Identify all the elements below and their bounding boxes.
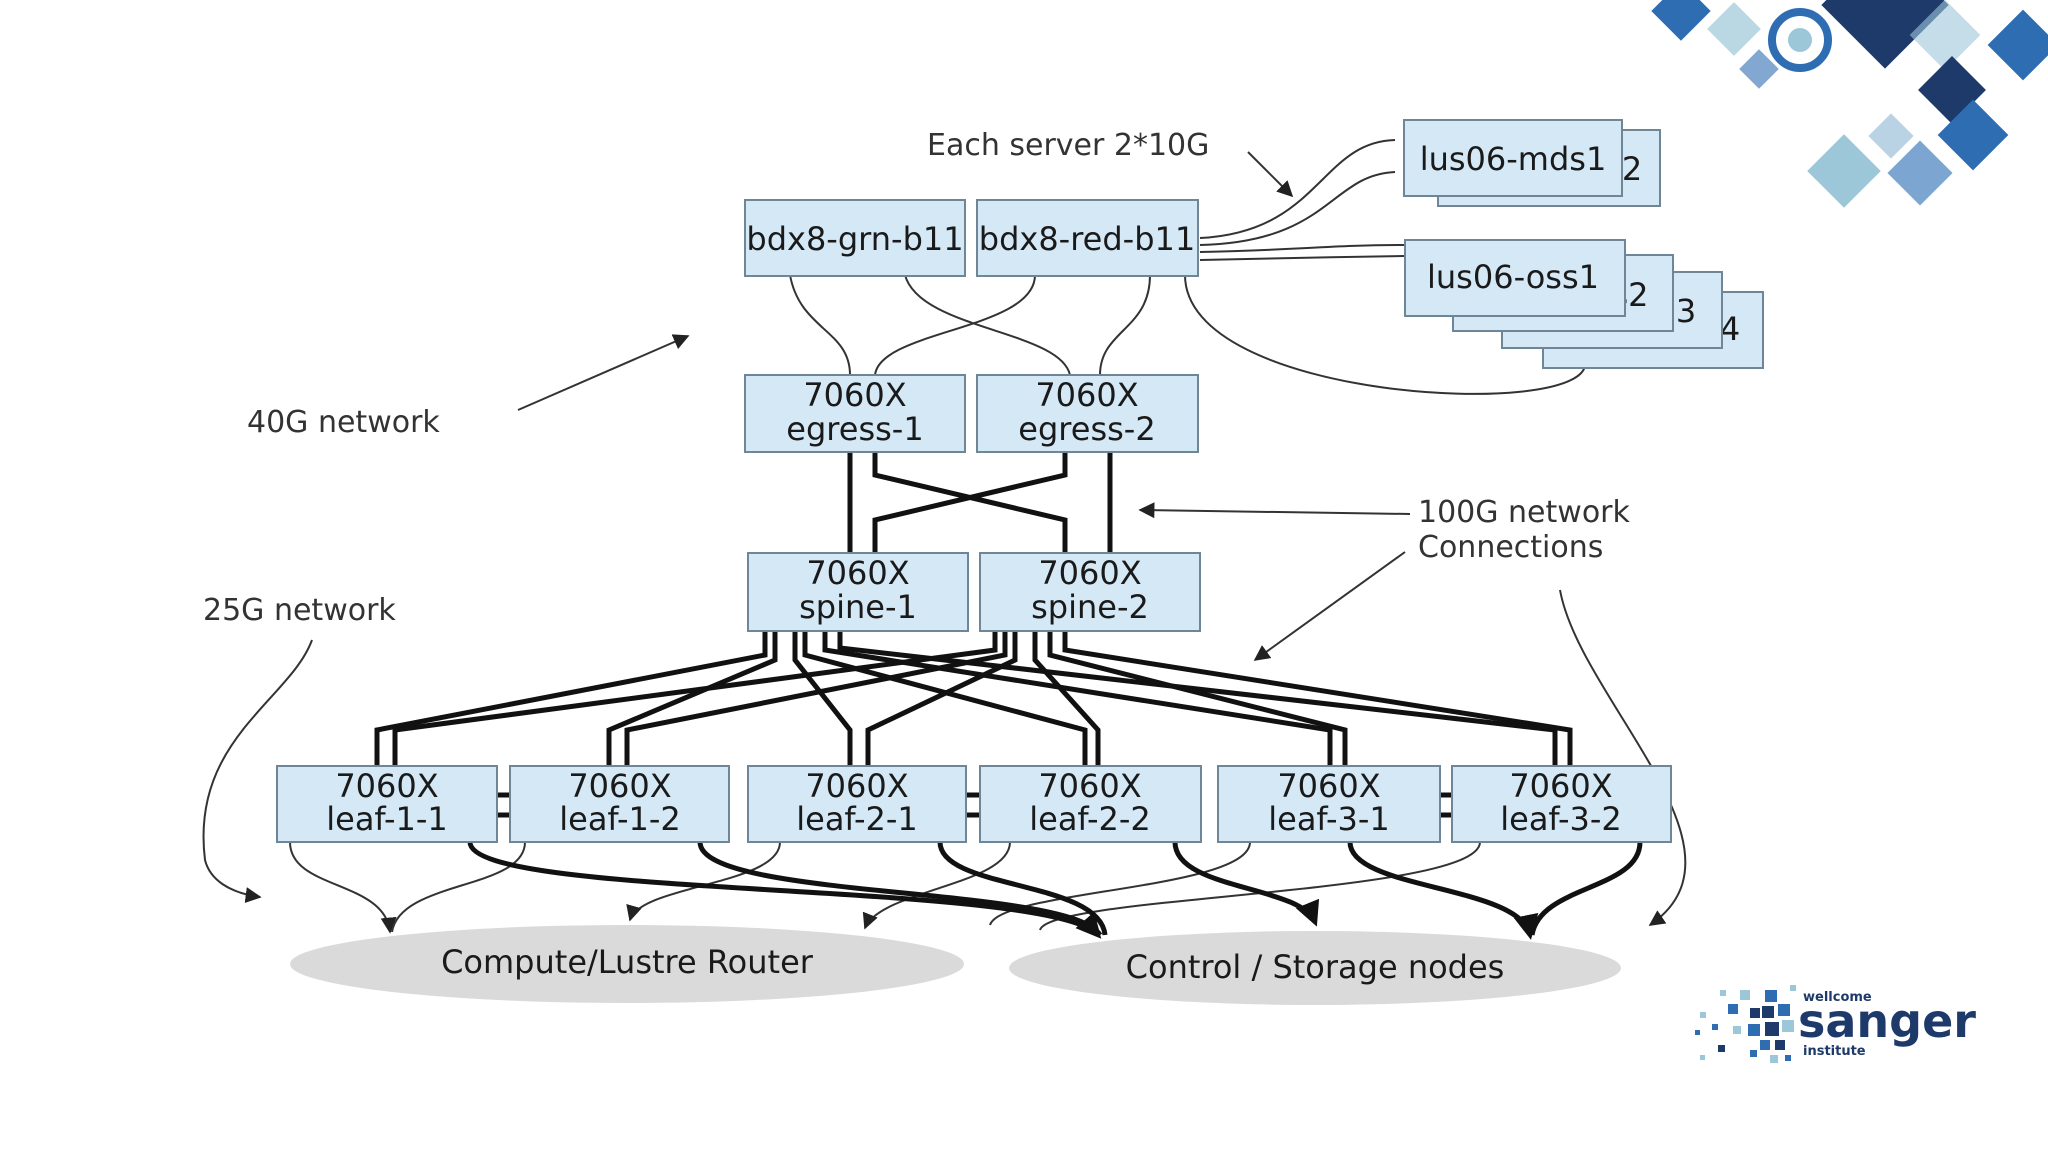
corner-mosaic-decoration — [1651, 0, 2048, 208]
spine-2-model: 7060X — [1038, 554, 1141, 592]
leaf-2-1-label: leaf-2-1 — [796, 800, 918, 838]
node-leaf-2-2: 7060X leaf-2-2 — [979, 765, 1202, 843]
egress-1-model: 7060X — [803, 376, 906, 414]
each-server-label: Each server 2*10G — [927, 128, 1209, 163]
node-leaf-3-2: 7060X leaf-3-2 — [1451, 765, 1672, 843]
oss-server-stack: 4 3 s2 lus06-oss1 — [1404, 239, 1764, 369]
leaf-1-1-model: 7060X — [335, 767, 438, 805]
logo-institute-text: institute — [1803, 1044, 1866, 1059]
leaf-3-2-model: 7060X — [1509, 767, 1612, 805]
leaf-3-1-model: 7060X — [1277, 767, 1380, 805]
leaf-1-1-label: leaf-1-1 — [326, 800, 448, 838]
spine-1-model: 7060X — [806, 554, 909, 592]
logo-sanger-text: sanger — [1798, 994, 1976, 1048]
node-spine-2: 7060X spine-2 — [979, 552, 1201, 632]
100g-connections-label: Connections — [1418, 530, 1603, 565]
connectors-25g — [289, 841, 1643, 940]
spine-1-label: spine-1 — [799, 588, 917, 626]
oss1-label: lus06-oss1 — [1427, 258, 1599, 296]
logo-wellcome-text: wellcome — [1803, 990, 1872, 1005]
node-leaf-2-1: 7060X leaf-2-1 — [747, 765, 967, 843]
mds-stack-label-2: 2 — [1622, 150, 1642, 188]
egress-1-label: egress-1 — [786, 410, 923, 448]
node-spine-1: 7060X spine-1 — [747, 552, 969, 632]
leaf-2-1-model: 7060X — [805, 767, 908, 805]
node-leaf-1-1: 7060X leaf-1-1 — [276, 765, 498, 843]
connectors-100g — [374, 452, 1573, 818]
node-egress-2: 7060X egress-2 — [976, 374, 1199, 453]
cluster-compute: Compute/Lustre Router — [290, 925, 964, 1003]
egress-2-model: 7060X — [1035, 376, 1138, 414]
mds1-label: lus06-mds1 — [1420, 140, 1607, 178]
leaf-3-1-label: leaf-3-1 — [1268, 800, 1390, 838]
node-leaf-3-1: 7060X leaf-3-1 — [1217, 765, 1441, 843]
sanger-logo-mark — [1695, 985, 1796, 1063]
cluster-control: Control / Storage nodes — [1009, 931, 1621, 1005]
node-leaf-1-2: 7060X leaf-1-2 — [509, 765, 730, 843]
control-cluster-label: Control / Storage nodes — [1126, 948, 1505, 986]
bdx8-red-label: bdx8-red-b11 — [979, 220, 1196, 258]
100g-network-label: 100G network — [1418, 495, 1631, 530]
egress-2-label: egress-2 — [1018, 410, 1155, 448]
bdx8-grn-label: bdx8-grn-b11 — [746, 220, 963, 258]
leaf-3-2-label: leaf-3-2 — [1500, 800, 1622, 838]
oss-stack-label-4: 4 — [1720, 310, 1740, 348]
node-bdx8-red-b11: bdx8-red-b11 — [976, 199, 1199, 277]
oss-stack-label-3: 3 — [1676, 292, 1696, 330]
leaf-1-2-model: 7060X — [568, 767, 671, 805]
compute-cluster-label: Compute/Lustre Router — [441, 943, 814, 981]
connectors-40g — [789, 139, 1586, 395]
sanger-logo: wellcome sanger institute — [1695, 985, 1976, 1063]
leaf-2-2-label: leaf-2-2 — [1029, 800, 1151, 838]
node-egress-1: 7060X egress-1 — [744, 374, 966, 453]
spine-2-label: spine-2 — [1031, 588, 1149, 626]
25g-network-label: 25G network — [203, 593, 396, 628]
leaf-2-2-model: 7060X — [1038, 767, 1141, 805]
leaf-1-2-label: leaf-1-2 — [559, 800, 681, 838]
mds-server-stack: 2 lus06-mds1 — [1403, 119, 1661, 207]
40g-network-label: 40G network — [247, 405, 440, 440]
node-bdx8-grn-b11: bdx8-grn-b11 — [744, 199, 966, 277]
